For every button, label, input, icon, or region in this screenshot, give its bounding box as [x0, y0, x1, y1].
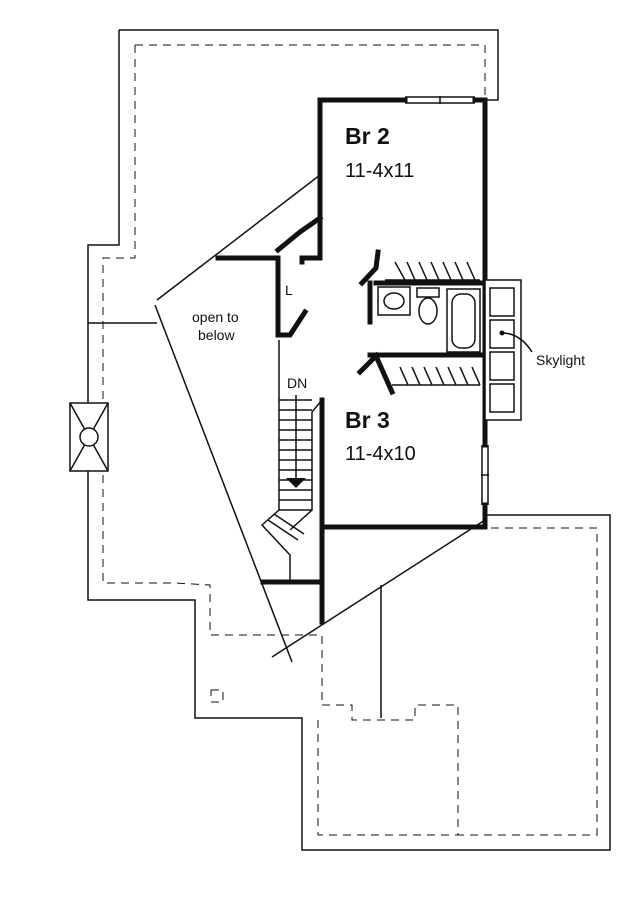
- room-dimensions-br3: 11-4x10: [345, 443, 416, 465]
- toilet-tank: [416, 287, 440, 298]
- skylight-leader-line: [501, 332, 533, 353]
- roof-outline: [119, 29, 499, 101]
- linen-wall: [275, 255, 309, 338]
- eave-line-left: [102, 45, 323, 705]
- open-boundary-lower: [271, 519, 486, 658]
- closet-br3-hangers: [399, 366, 481, 386]
- open-to-below-label-line1: open to: [192, 309, 239, 325]
- open-boundary-upper: [156, 174, 321, 301]
- stairs-down-label: DN: [287, 375, 307, 391]
- eave-line-bottom-left: [317, 720, 458, 836]
- skylight-pane-3: [489, 351, 515, 381]
- skylight-label: Skylight: [536, 352, 585, 368]
- open-boundary-diag: [154, 304, 293, 663]
- stairs-down-arrow-icon: [286, 478, 306, 488]
- room-name-br2: Br 2: [345, 123, 390, 149]
- skylight-pane-4: [489, 383, 515, 413]
- exterior-wall-top: [317, 97, 408, 178]
- eave-line-upper: [135, 44, 486, 100]
- open-to-below-label-line2: below: [198, 327, 235, 343]
- br2-wall-diag: [274, 214, 324, 254]
- bathtub-basin: [451, 293, 476, 349]
- skylight-pane-1: [489, 287, 515, 317]
- linen-closet-label: L: [285, 282, 293, 298]
- chimney-cap-icon: [79, 427, 99, 447]
- toilet-icon: [418, 297, 438, 325]
- eave-line-lower: [322, 527, 598, 836]
- closet-br2-wall: [358, 249, 381, 287]
- small-marker: [210, 689, 224, 703]
- roof-outline-left: [87, 30, 611, 851]
- sink-icon: [383, 292, 405, 310]
- room-name-br3: Br 3: [345, 407, 390, 433]
- closet-br2-hangers: [394, 261, 476, 281]
- closet-br3-wall: [356, 351, 396, 396]
- room-dimensions-br2: 11-4x11: [345, 160, 414, 182]
